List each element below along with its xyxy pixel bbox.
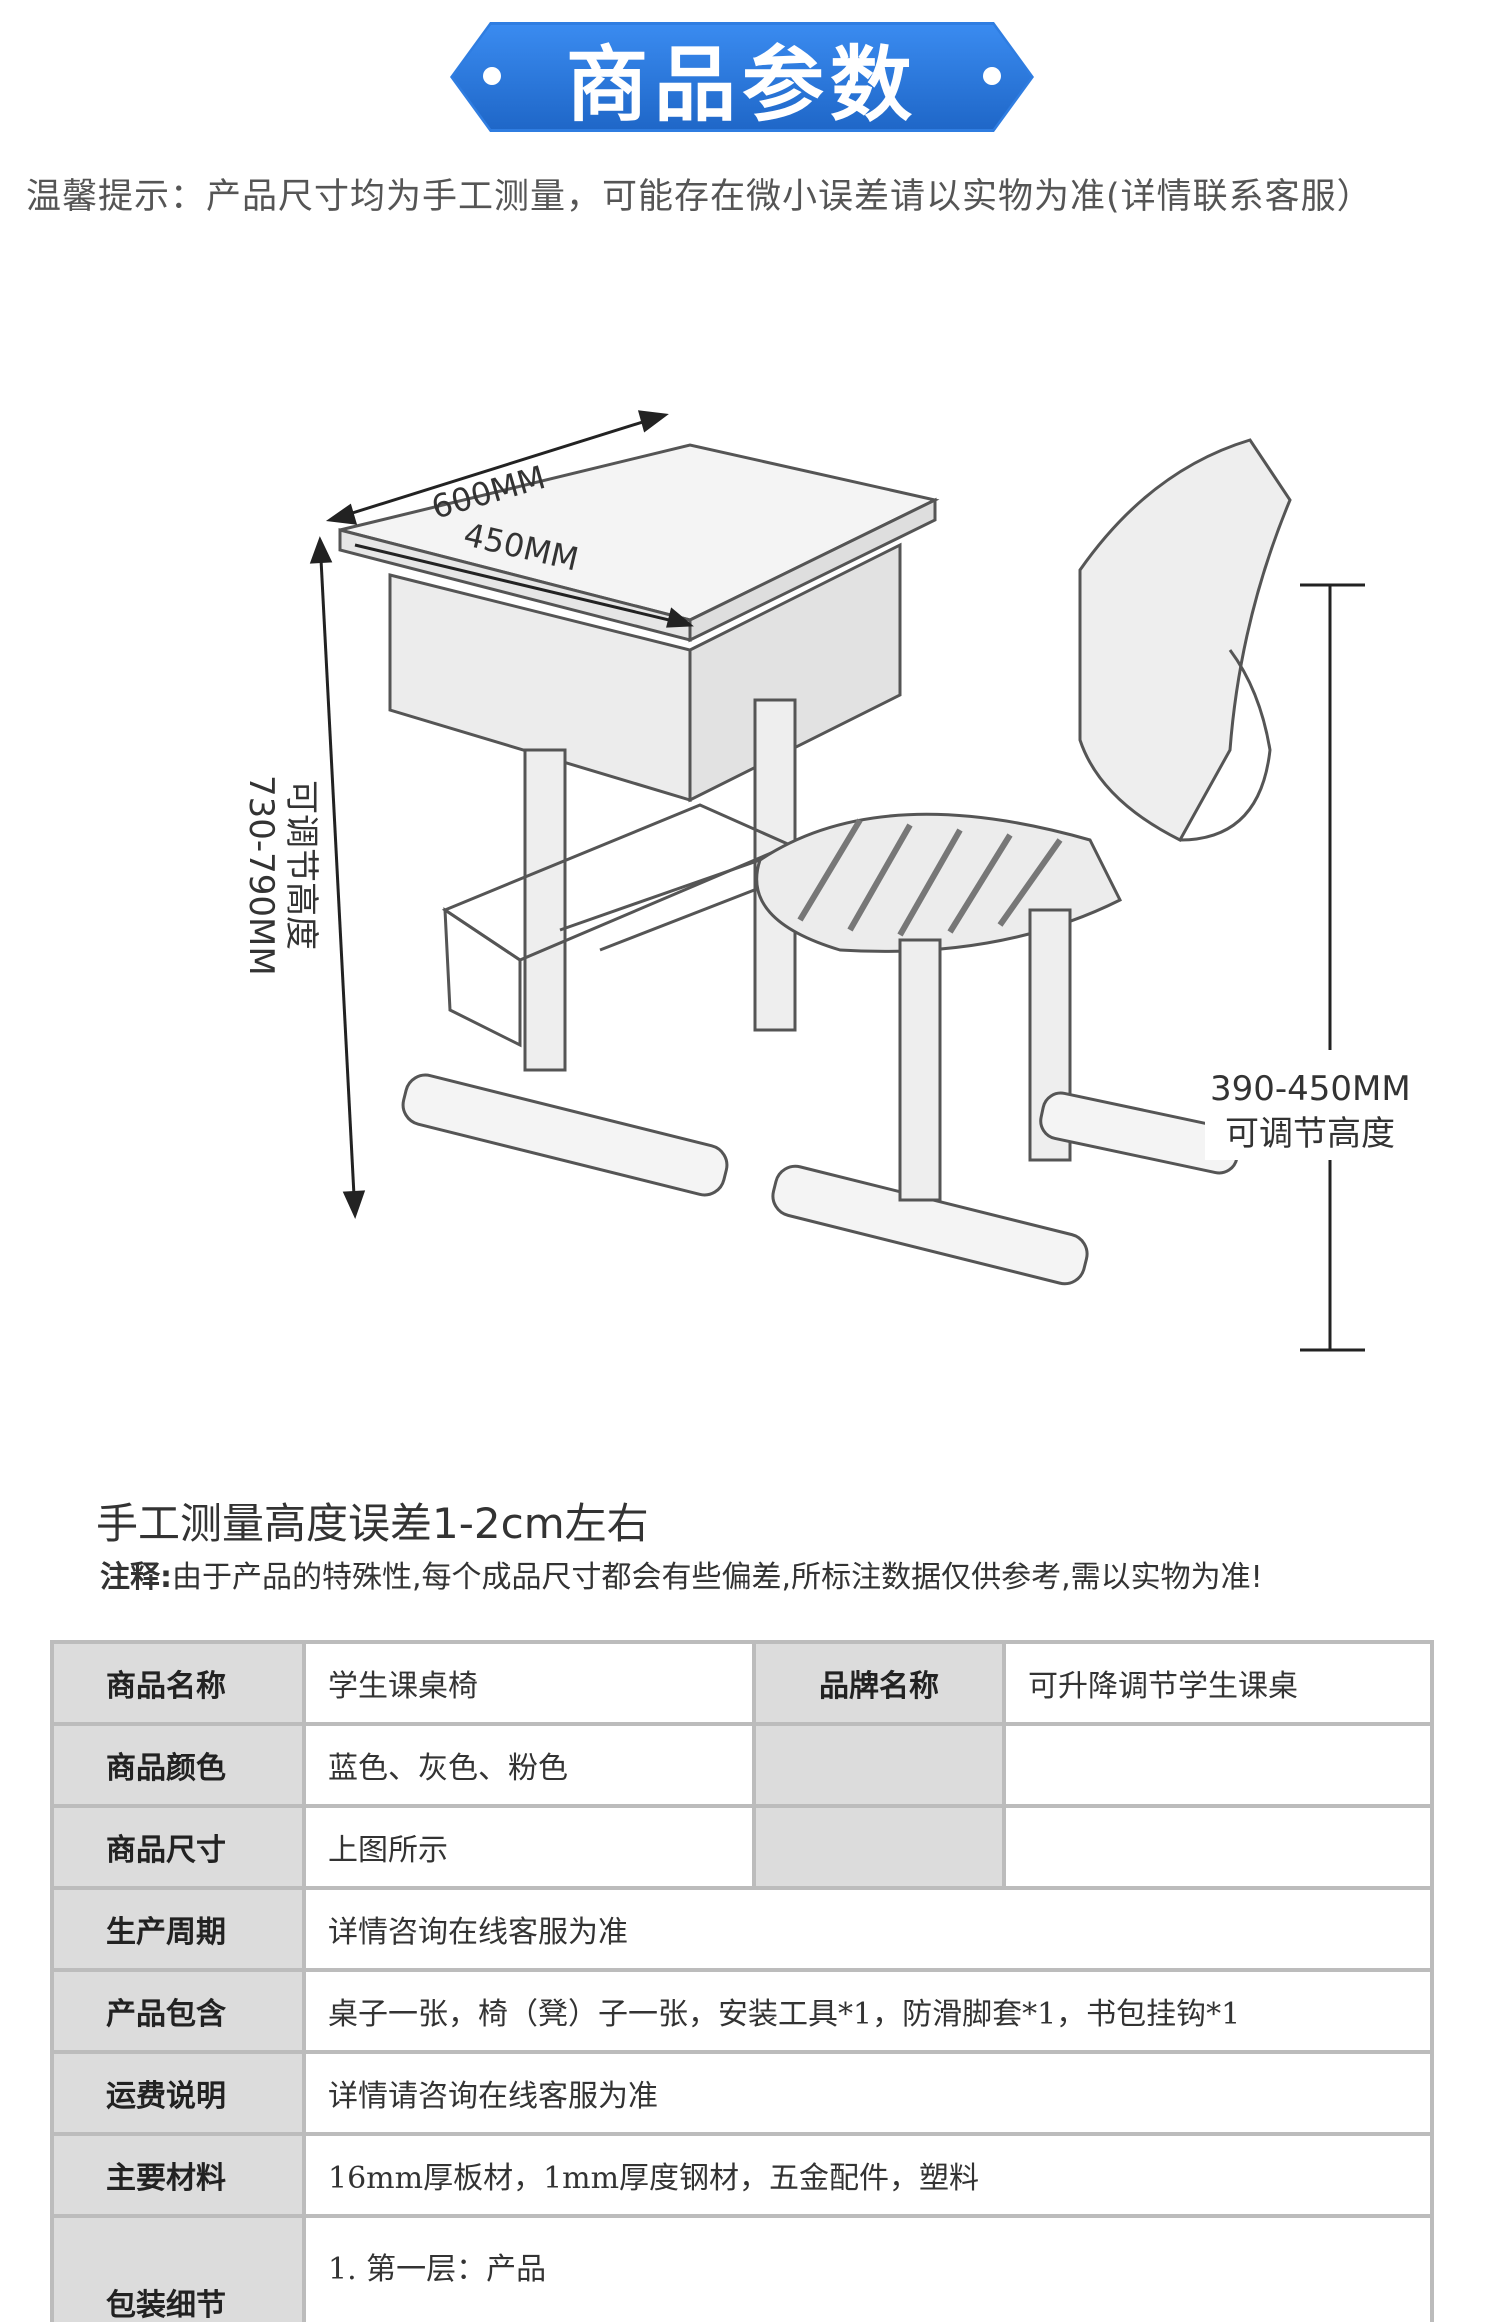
table-row: 商品尺寸 上图所示 [50,1804,1434,1890]
measure-error-note: 手工测量高度误差1-2cm左右 [96,1499,649,1548]
table-row: 主要材料 16mm厚板材，1mm厚度钢材，五金配件，塑料 [50,2132,1434,2218]
product-diagram: 600MM 450MM 可调节高度 730-790MM 390-450MM 可调… [0,320,1500,1420]
table-row: 商品颜色 蓝色、灰色、粉色 [50,1722,1434,1808]
banner-dot-left [483,67,501,85]
banner-title: 商品参数 [565,37,918,133]
remark-text: 由于产品的特殊性,每个成品尺寸都会有些偏差,所标注数据仅供参考,需以实物为准! [172,1560,1263,1595]
book-basket [441,803,794,962]
table-row: 产品包含 桌子一张，椅（凳）子一张，安装工具*1，防滑脚套*1，书包挂钩*1 [50,1968,1434,2054]
desk-leg-left [523,748,567,1072]
section-banner: 商品参数 [0,0,1500,140]
desk-height-label: 可调节高度 [281,780,321,950]
desk-chair-drawing: 600MM 450MM 可调节高度 730-790MM 390-450MM 可调… [241,410,1425,1352]
spec-value: 详情咨询在线客服为准 [302,1886,1434,1972]
spec-label: 品牌名称 [752,1640,1006,1726]
desk-height-range: 730-790MM [241,775,281,976]
desk-height-dimension-line [318,539,357,1216]
desk-foot-left [401,1073,729,1197]
banner-pill [450,22,1034,132]
spec-label: 产品包含 [50,1968,306,2054]
spec-label: 生产周期 [50,1886,306,1972]
empty-cell [752,1804,1006,1890]
spec-table: 商品名称 学生课桌椅 品牌名称 可升降调节学生课桌 商品颜色 蓝色、灰色、粉色 … [50,1640,1434,2322]
spec-value: 上图所示 [302,1804,756,1890]
chair-back [1078,438,1292,842]
spec-value: 16mm厚板材，1mm厚度钢材，五金配件，塑料 [302,2132,1434,2218]
spec-value: 蓝色、灰色、粉色 [302,1722,756,1808]
spec-label: 商品名称 [50,1640,306,1726]
remark-note: 注释:由于产品的特殊性,每个成品尺寸都会有些偏差,所标注数据仅供参考,需以实物为… [100,1552,1263,1596]
empty-cell [1002,1722,1434,1808]
table-row: 生产周期 详情咨询在线客服为准 [50,1886,1434,1972]
spec-value: 学生课桌椅 [302,1640,756,1726]
width-dimension-line [329,413,666,522]
spec-value: 详情请咨询在线客服为准 [302,2050,1434,2136]
empty-cell [752,1722,1006,1808]
chair-height-range: 390-450MM [1210,1069,1411,1109]
remark-label: 注释: [100,1560,172,1595]
chair-leg-left [898,938,942,1202]
spec-label: 运费说明 [50,2050,306,2136]
banner-dot-right [983,67,1001,85]
spec-value: 可升降调节学生课桌 [1002,1640,1434,1726]
spec-label: 商品颜色 [50,1722,306,1808]
table-row: 包装细节 1. 第一层：产品 [50,2214,1434,2322]
spec-label: 商品尺寸 [50,1804,306,1890]
spec-value: 1. 第一层：产品 [302,2214,1434,2322]
spec-label: 主要材料 [50,2132,306,2218]
spec-value: 桌子一张，椅（凳）子一张，安装工具*1，防滑脚套*1，书包挂钩*1 [302,1968,1434,2054]
table-row: 运费说明 详情请咨询在线客服为准 [50,2050,1434,2136]
chair-height-label: 可调节高度 [1225,1114,1395,1154]
measurement-tip: 温馨提示：产品尺寸均为手工测量，可能存在微小误差请以实物为准(详情联系客服） [26,177,1373,217]
spec-label: 包装细节 [50,2214,306,2322]
depth-dimension-line [354,543,691,627]
empty-cell [1002,1804,1434,1890]
table-row: 商品名称 学生课桌椅 品牌名称 可升降调节学生课桌 [50,1640,1434,1726]
